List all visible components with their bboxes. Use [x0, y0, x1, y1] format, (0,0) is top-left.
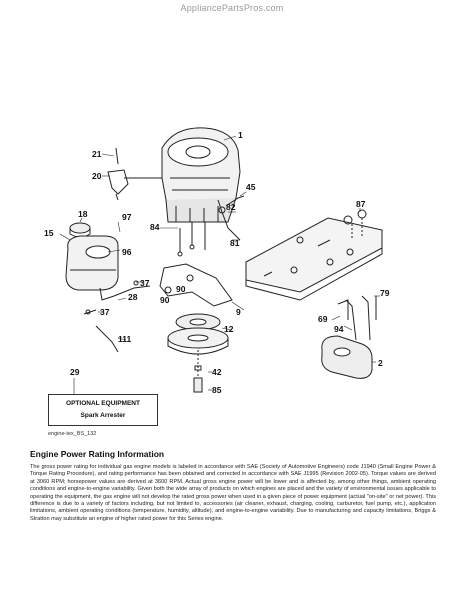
callout-45: 45: [246, 182, 256, 192]
callout-96: 96: [122, 247, 132, 257]
info-heading: Engine Power Rating Information: [30, 449, 165, 459]
callout-111: 111: [118, 334, 132, 344]
callout-28: 28: [128, 292, 138, 302]
callout-87: 87: [356, 199, 366, 209]
dipstick-drawing: [217, 195, 245, 241]
callout-84: 84: [150, 222, 160, 232]
info-body: The gross power rating for individual ga…: [30, 464, 436, 522]
callout-69: 69: [318, 314, 328, 324]
engine-power-info: Engine Power Rating Information The gros…: [30, 449, 436, 523]
callout-90-left: 90: [160, 295, 170, 305]
watermark: AppliancePartsPros.com: [180, 3, 284, 13]
callout-9: 9: [236, 307, 241, 317]
callout-29: 29: [70, 367, 80, 377]
callout-1: 1: [238, 130, 243, 140]
parts-diagram: 1 2 9 12 15 18 20 21 28 29 37 37 42 45 6…: [44, 127, 390, 395]
optional-equipment-title: OPTIONAL EQUIPMENT: [66, 400, 140, 407]
leader-lines: [59, 135, 380, 394]
optional-equipment-item: Spark Arrester: [80, 412, 126, 419]
callout-18: 18: [78, 209, 88, 219]
bracket-drawing: [159, 263, 233, 307]
mounting-plate-drawing: [245, 217, 383, 301]
callout-81: 81: [230, 238, 240, 248]
callout-97: 97: [122, 212, 132, 222]
pulley-bolt-drawing: [193, 350, 203, 393]
callout-37-lower: 37: [100, 307, 110, 317]
fuel-line-drawing: [83, 280, 151, 353]
callout-42: 42: [212, 367, 222, 377]
fuel-tank-drawing: [65, 222, 119, 291]
callout-12: 12: [224, 324, 234, 334]
exhaust-pipe-drawing: [337, 295, 377, 341]
muffler-drawing: [321, 335, 373, 379]
callout-15: 15: [44, 228, 54, 238]
callout-20: 20: [92, 171, 102, 181]
callout-79: 79: [380, 288, 390, 298]
callout-37-upper: 37: [140, 278, 150, 288]
bolt-84-drawing: [177, 222, 206, 257]
bolt-87-drawing: [343, 209, 367, 240]
optional-equipment-box: OPTIONAL EQUIPMENT Spark Arrester: [48, 394, 158, 426]
figure-id: engine-tex_BS_132: [48, 431, 97, 437]
throttle-control-drawing: [107, 147, 162, 201]
callout-94: 94: [334, 324, 344, 334]
callout-90-right: 90: [176, 284, 186, 294]
engine-drawing: [161, 127, 241, 223]
callout-82: 82: [226, 202, 236, 212]
callout-85: 85: [212, 385, 222, 395]
callout-21: 21: [92, 149, 102, 159]
callout-2: 2: [378, 358, 383, 368]
pulley-drawing: [167, 313, 229, 355]
